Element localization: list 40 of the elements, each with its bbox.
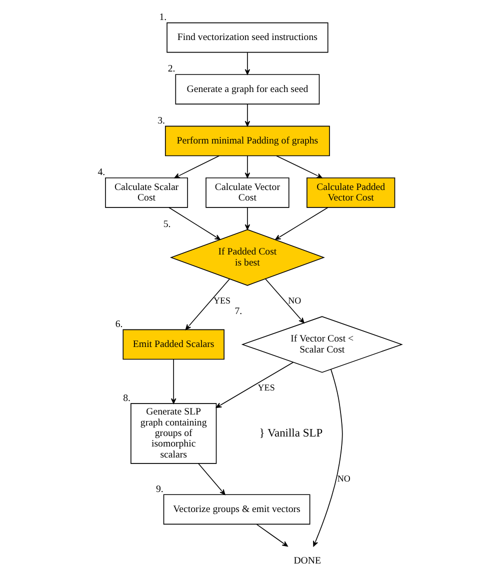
node-box: Emit Padded Scalars	[122, 329, 224, 360]
node-label: 1.	[158, 12, 166, 24]
arrow	[244, 52, 250, 75]
arrow	[312, 368, 342, 547]
node-box: Calculate Vector Cost	[205, 177, 289, 208]
edge-label: YES	[257, 382, 274, 392]
arrow	[215, 362, 294, 408]
arrow	[274, 207, 328, 240]
arrow	[168, 207, 220, 240]
edge-label: NO	[336, 473, 350, 484]
node-box: Calculate Padded Vector Cost	[306, 177, 395, 208]
node-box: Find vectorization seed instructions	[166, 22, 328, 53]
arrow	[184, 278, 230, 330]
node-box: Generate SLP graph containing groups of isomorphic scalars	[130, 403, 216, 464]
arrow	[244, 156, 250, 178]
arrow	[256, 524, 288, 547]
edge-label: NO	[288, 295, 301, 306]
arrow	[264, 278, 304, 324]
node-box: Generate a graph for each seed	[174, 74, 320, 104]
node-label: 2.	[167, 64, 175, 75]
node-label: 7.	[234, 306, 242, 317]
arrow	[244, 207, 250, 230]
node-box: Perform minimal Padding of graphs	[164, 126, 330, 156]
arrow	[170, 358, 176, 404]
node-diamond: If Padded Cost is best	[169, 229, 324, 286]
node-text: DONE	[293, 556, 320, 567]
node-box: Calculate Scalar Cost	[104, 177, 188, 208]
node-label: 3.	[157, 115, 164, 126]
label: } Vanilla SLP	[258, 428, 322, 440]
node-label: 8.	[122, 392, 130, 404]
node-label: 9.	[155, 484, 163, 495]
edge-label: YES	[212, 295, 230, 306]
arrow	[197, 463, 225, 496]
node-box: Vectorize groups & emit vectors	[162, 494, 310, 525]
arrow	[276, 155, 322, 178]
node-label: 6.	[114, 318, 122, 330]
arrow	[174, 155, 219, 178]
node-label: 5.	[162, 218, 170, 230]
arrow	[244, 104, 250, 126]
node-label: 4.	[97, 167, 105, 178]
